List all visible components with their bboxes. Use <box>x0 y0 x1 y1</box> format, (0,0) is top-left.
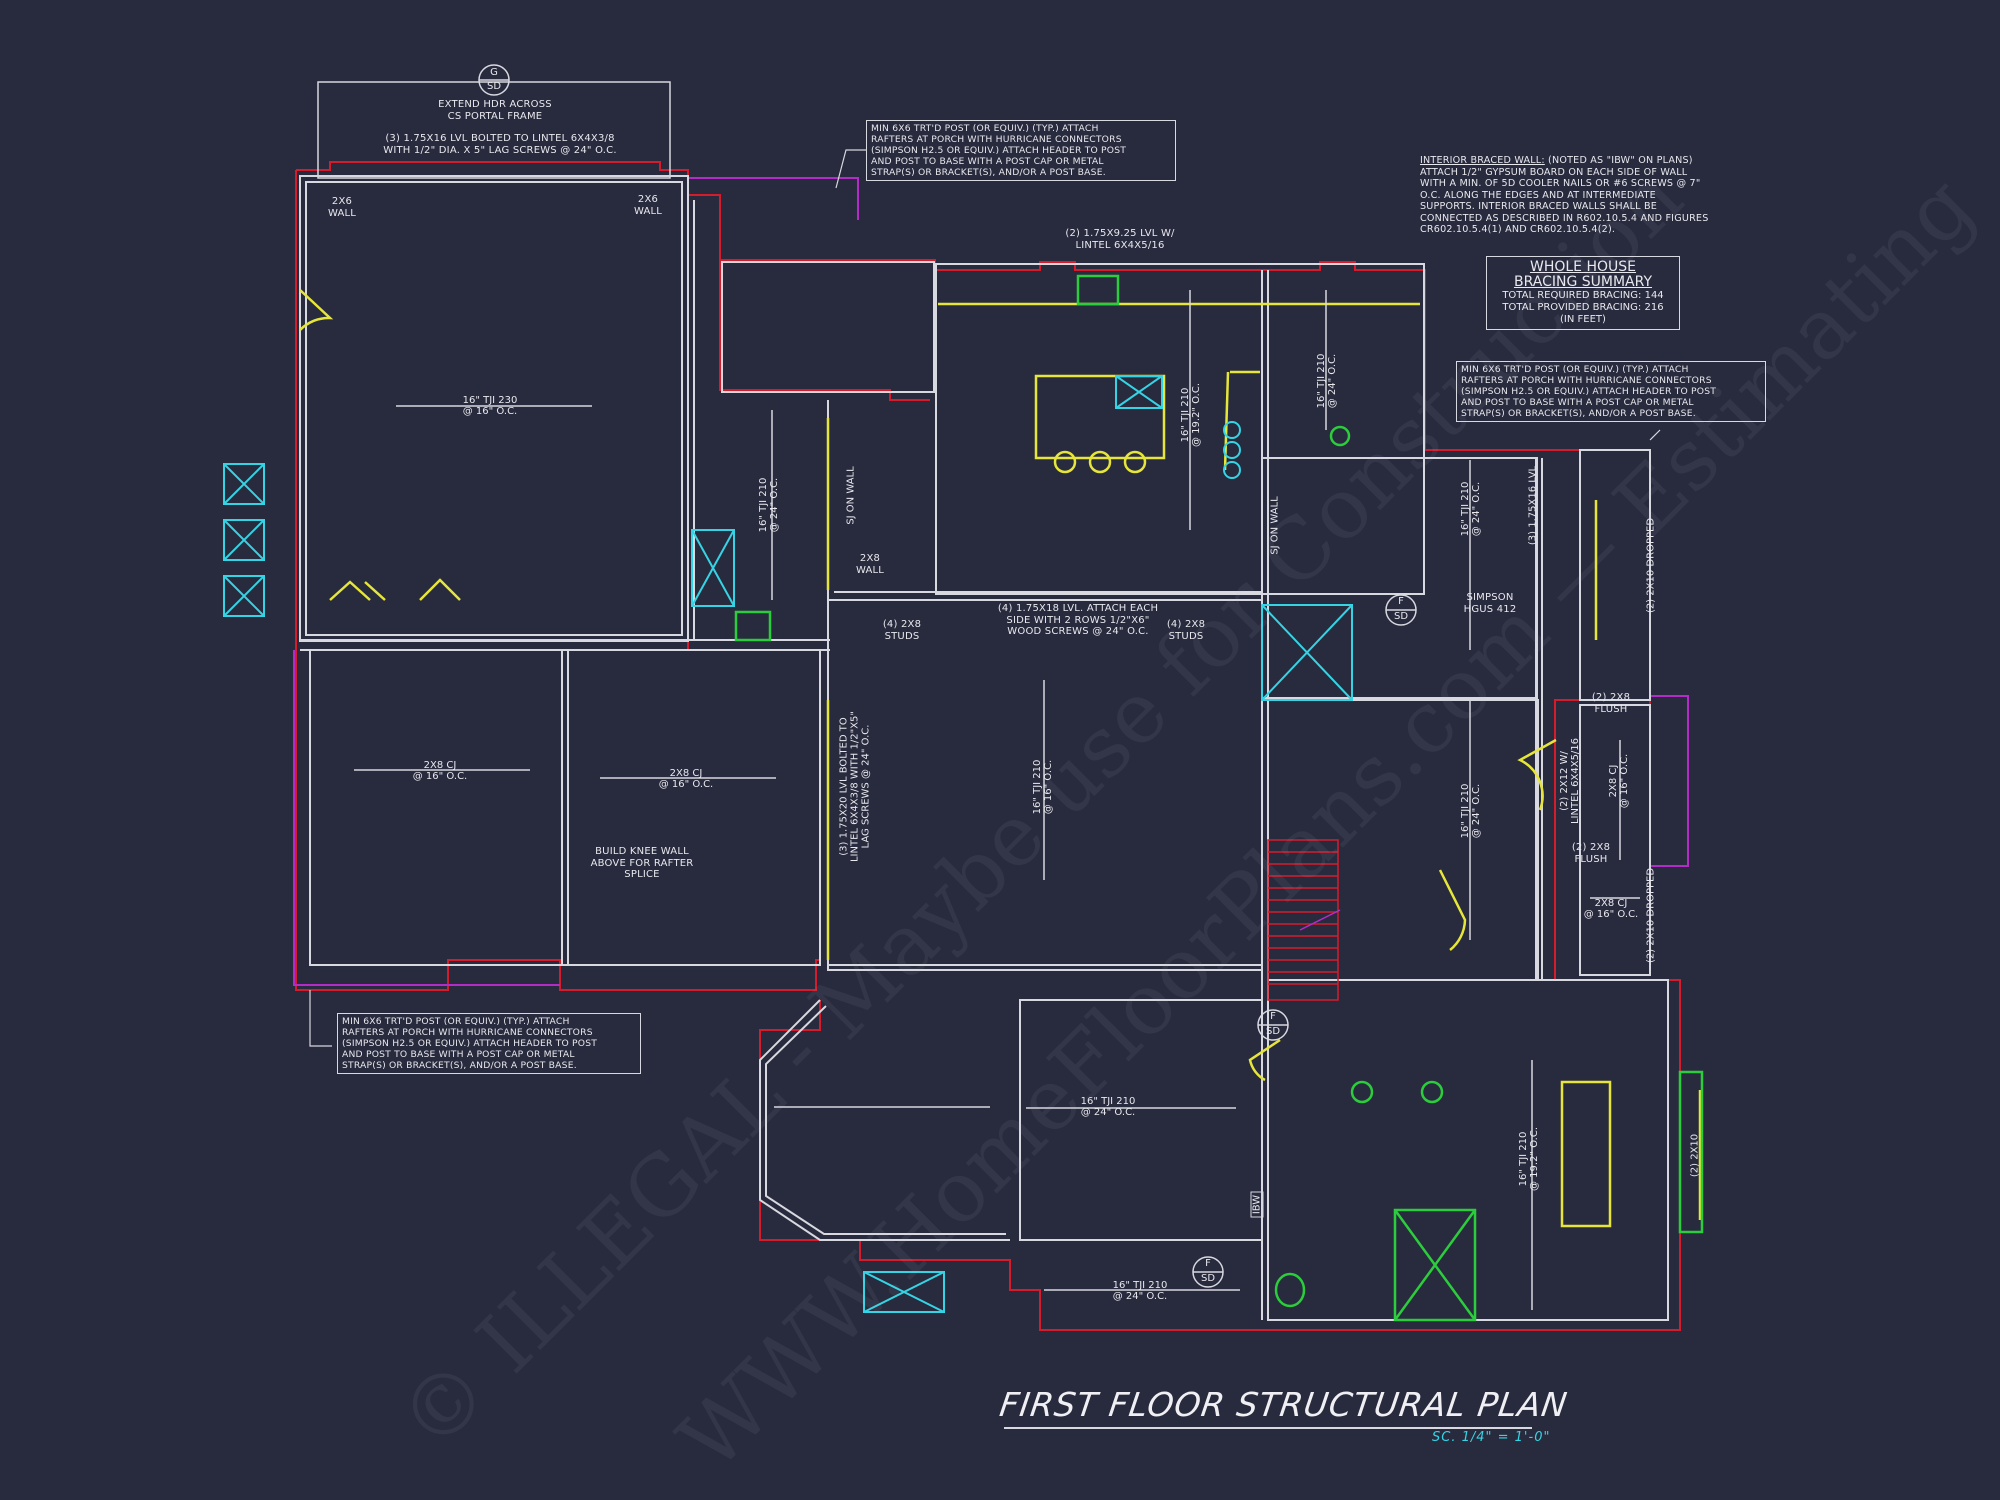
provided-bracing-value: 216 <box>1644 302 1664 313</box>
bracing-units: (IN FEET) <box>1560 314 1606 325</box>
drawing-scale: SC. 1/4" = 1'-0" <box>1432 1430 1551 1445</box>
span-nook-tji: 16" TJI 210 @ 24" O.C. <box>1316 353 1338 409</box>
required-bracing-label: TOTAL REQUIRED BRACING: <box>1502 290 1642 301</box>
porch-note-top: MIN 6x6 TRT'D POST (OR EQUIV.) (TYP.) AT… <box>866 120 1176 181</box>
exterior-outline <box>295 161 1681 1331</box>
span-kitchen-tji: 16" TJI 210 @ 19.2" O.C. <box>1180 382 1202 448</box>
bracing-summary-heading-1: WHOLE HOUSE <box>1529 259 1636 275</box>
studs-right: (4) 2x8 STUDS <box>1166 619 1206 642</box>
ibw-tag: IBW <box>1250 1191 1264 1218</box>
section-tag-2-top: F <box>1270 1011 1276 1022</box>
span-dining-lower-tji: 16" TJI 210 @ 24" O.C. <box>1112 1280 1168 1302</box>
section-tag-2-bottom: SD <box>1265 1026 1281 1037</box>
porch-note-right: MIN 6x6 TRT'D POST (OR EQUIV.) (TYP.) AT… <box>1456 361 1766 422</box>
wall-2x6-right: 2x6 WALL <box>633 194 663 217</box>
flush-lower: (2) 2x8 FLUSH <box>1571 842 1611 865</box>
span-bed-tji: 16" TJI 210 @ 24" O.C. <box>1460 481 1482 537</box>
required-bracing-value: 144 <box>1644 290 1664 301</box>
bracing-summary-box: WHOLE HOUSE BRACING SUMMARY TOTAL REQUIR… <box>1486 256 1680 330</box>
sj-on-wall-1: SJ ON WALL <box>845 466 857 525</box>
center-beam-note: (4) 1.75x18 LVL. ATTACH EACH SIDE WITH 2… <box>997 603 1159 638</box>
drawing-title: FIRST FLOOR STRUCTURAL PLAN <box>997 1385 1571 1424</box>
bracing-summary-heading-2: BRACING SUMMARY <box>1513 274 1653 290</box>
span-cj-mid: 2x8 CJ @ 16" O.C. <box>658 768 714 790</box>
simpson-hanger-note: SIMPSON HGUS 412 <box>1463 592 1517 615</box>
section-tag-1-top: F <box>1398 596 1404 607</box>
center-lvl-vertical-note: (3) 1.75x20 LVL BOLTED TO LINTEL 6x4x3/8… <box>838 710 872 863</box>
flush-upper: (2) 2x8 FLUSH <box>1591 692 1631 715</box>
lintel-2x12-note: (2) 2x12 w/ LINTEL 6x4x5/16 <box>1559 737 1581 825</box>
lvl-3-175x16: (3) 1.75x16 LVL <box>1527 465 1539 546</box>
span-cj-left: 2x8 CJ @ 16" O.C. <box>412 760 468 782</box>
ibw-heading: INTERIOR BRACED WALL: <box>1420 155 1545 166</box>
top-lvl-note: (3) 1.75x16 LVL BOLTED TO LINTEL 6x4x3/8… <box>383 133 617 156</box>
span-hall-tji: 16" TJI 210 @ 24" O.C. <box>758 477 780 533</box>
section-tag-3-bottom: SD <box>1200 1273 1216 1284</box>
required-bracing-row: TOTAL REQUIRED BRACING: 144 <box>1489 290 1677 302</box>
wall-2x6-left: 2x6 WALL <box>327 196 357 219</box>
span-family-tji: 16" TJI 210 @ 16" O.C. <box>1032 759 1054 815</box>
portal-frame-box <box>317 81 671 179</box>
fixtures-cyan <box>223 375 1353 1313</box>
bay-2x10-note: (2) 2x10 <box>1689 1133 1701 1178</box>
span-hall2-tji: 16" TJI 210 @ 24" O.C. <box>1460 783 1482 839</box>
dropped-upper: (2) 2x10 DROPPED <box>1645 517 1657 614</box>
span-master-tji: 16" TJI 210 @ 19.2" O.C. <box>1518 1126 1540 1192</box>
span-garage: 16" TJI 230 @ 16" O.C. <box>462 395 518 417</box>
interior-braced-wall-note: INTERIOR BRACED WALL: (NOTED AS "IBW" ON… <box>1420 155 1760 236</box>
portal-tag-bottom: SD <box>486 81 502 92</box>
studs-left: (4) 2x8 STUDS <box>882 619 922 642</box>
section-tag-circles <box>478 64 1417 1288</box>
span-cj-right-upper: 2x8 CJ @ 16" O.C. <box>1608 753 1630 809</box>
walls <box>299 175 1669 1321</box>
section-tag-3-top: F <box>1205 1258 1211 1269</box>
beams-and-doors <box>299 289 1702 1228</box>
sj-on-wall-2: SJ ON WALL <box>1269 496 1281 555</box>
fixtures-green <box>734 274 1704 1322</box>
section-tag-1-bottom: SD <box>1393 611 1409 622</box>
span-cj-right-lower: 2x8 CJ @ 16" O.C. <box>1583 898 1639 920</box>
porch-note-bottom: MIN 6x6 TRT'D POST (OR EQUIV.) (TYP.) AT… <box>337 1013 641 1074</box>
stair <box>1267 839 1341 1001</box>
porch-outline <box>293 177 1689 986</box>
knee-wall-note: BUILD KNEE WALL ABOVE FOR RAFTER SPLICE <box>590 846 694 881</box>
leader-lines <box>309 149 1661 1047</box>
ibw-body: (NOTED AS "IBW" ON PLANS) ATTACH 1/2" GY… <box>1420 155 1709 235</box>
portal-tag-top: G <box>490 67 498 78</box>
provided-bracing-label: TOTAL PROVIDED BRACING: <box>1502 302 1642 313</box>
span-dining-tji: 16" TJI 210 @ 24" O.C. <box>1080 1096 1136 1118</box>
kitchen-lvl-note: (2) 1.75x9.25 LVL w/ LINTEL 6x4x5/16 <box>1065 228 1175 251</box>
portal-frame-note: EXTEND HDR ACROSS CS PORTAL FRAME <box>438 99 552 122</box>
wall-2x8-note: 2x8 WALL <box>855 553 885 576</box>
provided-bracing-row: TOTAL PROVIDED BRACING: 216 <box>1489 302 1677 314</box>
span-arrows <box>354 290 1640 1310</box>
title-underline <box>1004 1427 1532 1429</box>
dropped-lower: (2) 2x10 DROPPED <box>1645 867 1657 964</box>
